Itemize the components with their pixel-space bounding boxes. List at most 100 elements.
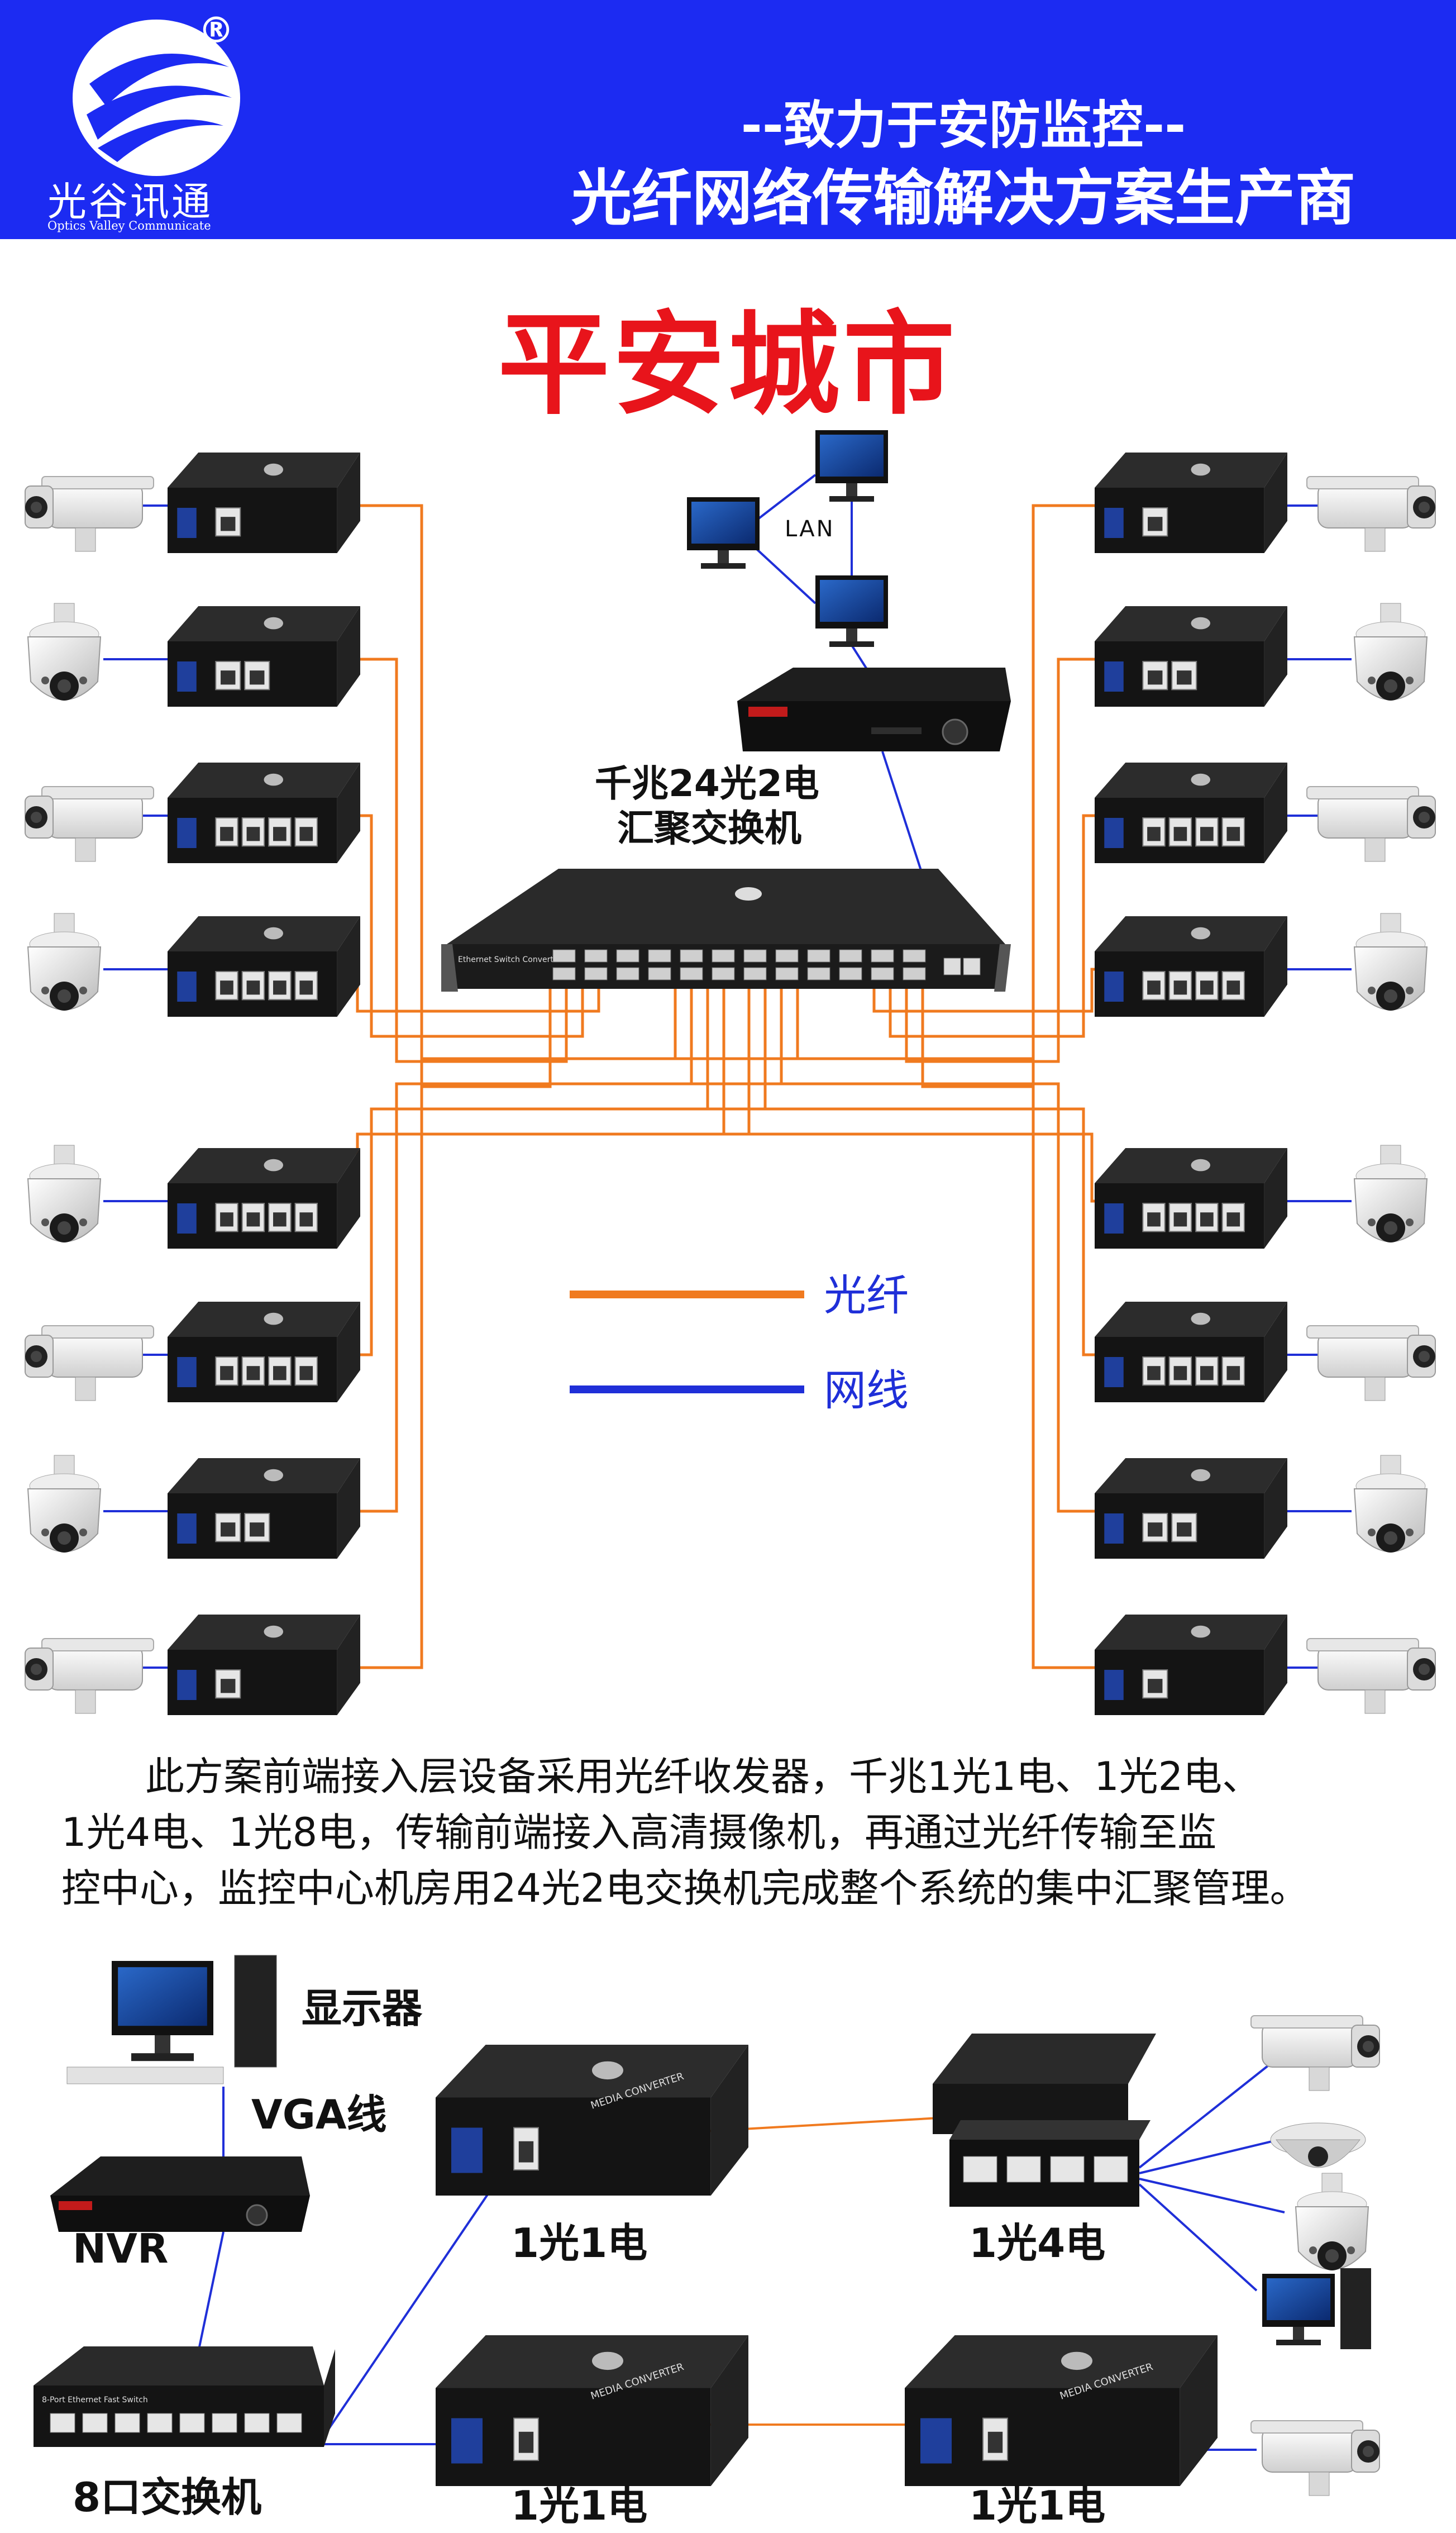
sfp-port <box>616 967 639 980</box>
fiber-port <box>1104 972 1124 1002</box>
dome-camera-icon <box>1353 603 1428 701</box>
keyboard-icon <box>66 2067 224 2084</box>
sfp-port <box>743 967 767 980</box>
sfp-port <box>775 949 799 963</box>
sfp-port <box>903 949 926 963</box>
fiber-port <box>451 2418 483 2464</box>
rj45-port <box>50 2413 75 2433</box>
pc-tower-icon <box>1340 2268 1371 2349</box>
sfp-port <box>680 949 703 963</box>
switch8-panel-text: 8-Port Ethernet Fast Switch <box>42 2396 148 2405</box>
fiber-line <box>674 989 1095 1669</box>
dome-camera-icon <box>1353 913 1428 1011</box>
bullet-camera-icon <box>25 476 154 552</box>
rj45-port <box>963 2156 997 2183</box>
fiber-port <box>1104 1357 1124 1387</box>
fiber-line <box>360 989 799 1669</box>
fiber-line <box>690 989 1095 1513</box>
sfp-port <box>712 967 735 980</box>
fiber-port <box>177 508 197 538</box>
sfp-ports <box>552 949 981 980</box>
dome-camera-icon <box>27 1455 102 1553</box>
sfp-port <box>871 949 894 963</box>
fiber-line <box>360 989 783 1513</box>
switch-label-line-2: 汇聚交换机 <box>617 807 801 850</box>
lan-label: LAN <box>785 516 835 542</box>
bullet-camera-icon <box>1306 786 1436 862</box>
fiber-line <box>360 814 584 1038</box>
sfp-port <box>584 949 608 963</box>
converter-bottom-left: MEDIA CONVERTER <box>436 2335 748 2486</box>
converter-top: MEDIA CONVERTER <box>436 2045 748 2196</box>
brand-name-cn: 光谷讯通 <box>47 179 213 225</box>
dome-camera-icon <box>1295 2173 1369 2270</box>
bullet-camera-icon <box>1306 1325 1436 1401</box>
sfp-port <box>807 967 830 980</box>
left-media-converter <box>168 1458 360 1559</box>
fiber-line <box>722 989 1095 1203</box>
monitor-label: 显示器 <box>302 1985 423 2032</box>
fiber-port <box>451 2127 483 2173</box>
converter-4port <box>933 2034 1156 2207</box>
sfp-port <box>871 967 894 980</box>
sfp-port <box>807 949 830 963</box>
legend-cable-label: 网线 <box>824 1365 909 1415</box>
fiber-line <box>360 989 767 1356</box>
description-line-1: 此方案前端接入层设备采用光纤收发器，千兆1光1电、1光2电、 <box>145 1754 1262 1799</box>
rj45-port <box>179 2413 205 2433</box>
sfp-port <box>584 967 608 980</box>
converter-top-label: 1光1电 <box>511 2220 647 2267</box>
right-media-converter <box>1095 1615 1287 1715</box>
left-media-converter <box>168 916 360 1017</box>
rj45-port <box>1006 2156 1041 2183</box>
right-media-converter <box>1095 1302 1287 1402</box>
rj45-port <box>1142 817 1166 847</box>
bullet-camera-icon <box>1250 2015 1380 2091</box>
rj45-port <box>244 2413 270 2433</box>
brand-name-en: Optics Valley Communicate <box>47 219 211 232</box>
dome-camera-icon <box>1353 1455 1428 1553</box>
rj45-port <box>1171 661 1197 691</box>
slogan-line-1: --致力于安防监控-- <box>741 96 1186 155</box>
right-media-converter <box>1095 453 1287 553</box>
fiber-port <box>1104 508 1124 538</box>
dome-camera-icon <box>27 1145 102 1242</box>
fiber-port <box>177 1203 197 1234</box>
left-media-converter <box>168 1615 360 1715</box>
legend: 光纤 网线 <box>570 1270 909 1415</box>
converter-4port-label: 1光4电 <box>969 2220 1105 2267</box>
switch-label-line-1: 千兆24光2电 <box>595 762 819 805</box>
eight-port-switch: 8-Port Ethernet Fast Switch <box>34 2346 335 2447</box>
description-line-3: 控中心，监控中心机房用24光2电交换机完成整个系统的集中汇聚管理。 <box>61 1865 1309 1911</box>
fiber-line <box>889 814 1095 1038</box>
sfp-port <box>552 949 576 963</box>
sfp-port <box>616 949 639 963</box>
fiber-port <box>1104 1670 1124 1700</box>
rj45-port <box>294 817 318 847</box>
left-media-converter <box>168 606 360 707</box>
mini-dome-camera-icon <box>1270 2122 1366 2168</box>
converter-bottom-left-label: 1光1电 <box>511 2482 647 2529</box>
slogan-line-2: 光纤网络传输解决方案生产商 <box>571 164 1355 234</box>
bottom-diagram: 8-Port Ethernet Fast Switch MEDIA CONVERT… <box>34 1955 1380 2496</box>
fiber-line <box>706 989 1095 1356</box>
bullet-camera-icon <box>1250 2420 1380 2496</box>
computer-icon <box>815 575 888 647</box>
sfp-port <box>839 967 862 980</box>
fiber-port <box>177 818 197 848</box>
right-media-converter <box>1095 606 1287 707</box>
lan-computers <box>687 430 888 647</box>
sfp-port <box>680 967 703 980</box>
left-media-converter <box>168 453 360 553</box>
left-media-converter <box>168 1148 360 1249</box>
right-media-converter <box>1095 1458 1287 1559</box>
sfp-port <box>903 967 926 980</box>
devices <box>25 453 1436 1715</box>
fiber-port <box>177 661 197 692</box>
company-logo-icon <box>73 20 240 176</box>
fiber-port <box>177 972 197 1002</box>
nvr-top <box>737 668 1011 751</box>
nvr-bottom <box>50 2156 310 2232</box>
fiber-lines <box>356 504 1095 2426</box>
